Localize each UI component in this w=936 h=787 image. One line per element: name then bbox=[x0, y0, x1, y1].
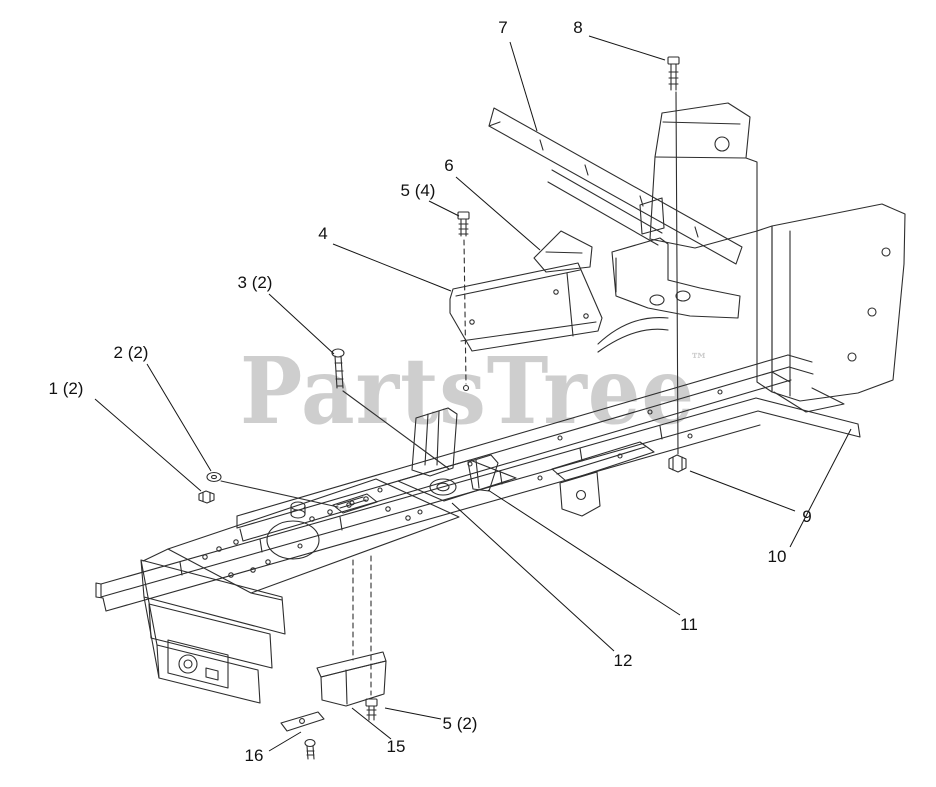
bolt-5-2 bbox=[365, 698, 378, 721]
leader-line-11 bbox=[487, 489, 681, 616]
callout-5b: 5 (2) bbox=[442, 714, 478, 733]
leader-line-16 bbox=[268, 731, 302, 752]
watermark-text: PartsTree bbox=[240, 337, 695, 445]
callout-16: 16 bbox=[244, 746, 264, 765]
leader-line-5a bbox=[428, 200, 460, 217]
leader-line-15 bbox=[351, 707, 392, 740]
rear-console-bracket bbox=[547, 102, 758, 249]
callout-7: 7 bbox=[498, 18, 508, 37]
callout-6: 6 bbox=[444, 156, 454, 175]
rear-support-bracket bbox=[597, 237, 741, 353]
leader-line-5b bbox=[384, 707, 442, 720]
line-art bbox=[95, 56, 906, 760]
front-deck-plate bbox=[142, 478, 460, 601]
front-baffle-plates bbox=[140, 559, 286, 704]
callout-8: 8 bbox=[573, 18, 583, 37]
callout-2: 2 (2) bbox=[113, 343, 149, 362]
hitch-bracket bbox=[397, 407, 517, 502]
callout-12: 12 bbox=[613, 651, 633, 670]
callout-11: 11 bbox=[680, 615, 698, 634]
plate-4 bbox=[449, 262, 603, 352]
leader-line-12 bbox=[451, 502, 615, 652]
leader-line-6 bbox=[455, 176, 541, 251]
leader-line-4 bbox=[332, 243, 452, 292]
callout-3: 3 (2) bbox=[237, 273, 273, 292]
callout-15: 15 bbox=[386, 737, 406, 756]
bolt-3 bbox=[331, 348, 450, 470]
leader-line-8 bbox=[588, 35, 666, 61]
callout-10: 10 bbox=[767, 547, 787, 566]
washer-2 bbox=[206, 471, 222, 483]
support-strap-7 bbox=[488, 107, 743, 265]
strap-16 bbox=[280, 711, 325, 732]
leader-line-2 bbox=[146, 363, 212, 472]
watermark-tm: ™ bbox=[690, 350, 708, 371]
cross-member bbox=[551, 441, 655, 482]
leader-line-9 bbox=[689, 470, 796, 512]
callout-9: 9 bbox=[802, 507, 812, 526]
nut-1 bbox=[198, 480, 339, 508]
leader-line-7 bbox=[509, 41, 538, 132]
callout-5a: 5 (4) bbox=[400, 181, 436, 200]
leader-line-3 bbox=[268, 293, 335, 355]
leader-line-10 bbox=[789, 428, 852, 548]
bolt-16 bbox=[304, 738, 316, 760]
callout-4: 4 bbox=[318, 224, 328, 243]
callout-1: 1 (2) bbox=[48, 379, 84, 398]
watermark: PartsTree ™ bbox=[240, 337, 708, 445]
bolt-8 bbox=[667, 56, 680, 455]
leader-lines bbox=[94, 35, 852, 752]
hanger-bracket bbox=[559, 471, 601, 517]
rear-right-panel bbox=[756, 203, 906, 413]
bracket-15 bbox=[316, 555, 387, 707]
leader-line-1 bbox=[94, 398, 202, 492]
bracket-6 bbox=[533, 230, 593, 337]
nut-9 bbox=[668, 454, 687, 473]
